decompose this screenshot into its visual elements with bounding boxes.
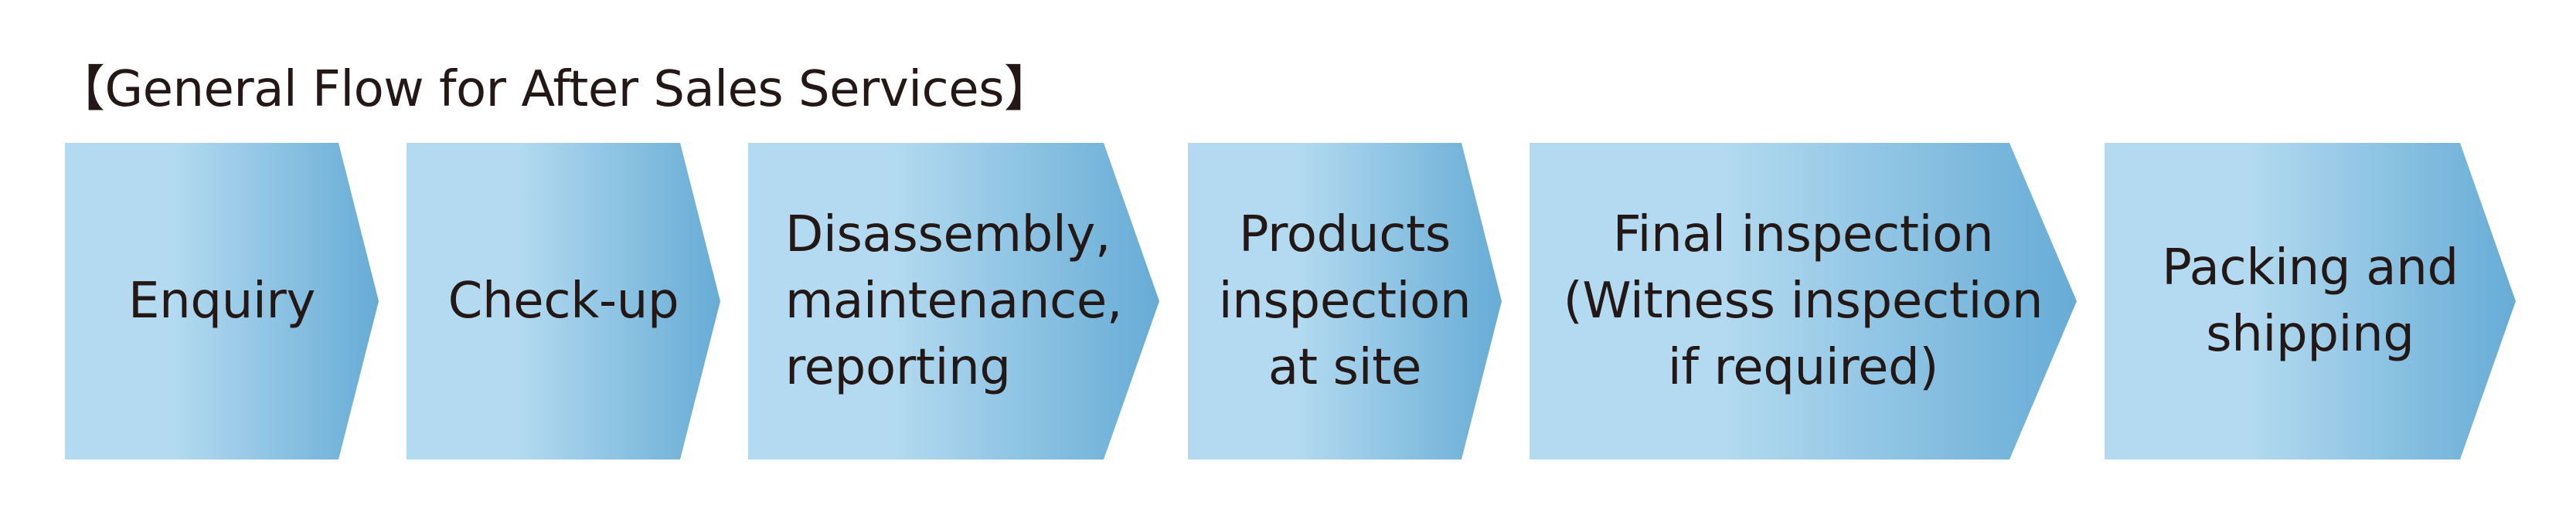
chevron-arrow-shape: [2105, 143, 2516, 459]
chevron-arrow-shape: [748, 143, 1159, 459]
chevron-arrow-shape: [1188, 143, 1502, 459]
flow-step-label: Final inspection (Witness inspection if …: [1563, 206, 2043, 396]
flow-step-label: Packing and shipping: [2162, 239, 2459, 363]
flow-step-label: Check-up: [447, 273, 679, 330]
chevron-arrow-shape: [65, 143, 379, 459]
flow-step-label: Products inspection at site: [1218, 206, 1472, 396]
chevron-arrow-shape: [1530, 143, 2077, 459]
flow-step-label: Disassembly, maintenance, reporting: [785, 206, 1123, 396]
chevron-arrow-shape: [407, 143, 720, 459]
page-title: 【General Flow for After Sales Services】: [56, 61, 1053, 118]
flow-step-label: Enquiry: [128, 273, 316, 330]
